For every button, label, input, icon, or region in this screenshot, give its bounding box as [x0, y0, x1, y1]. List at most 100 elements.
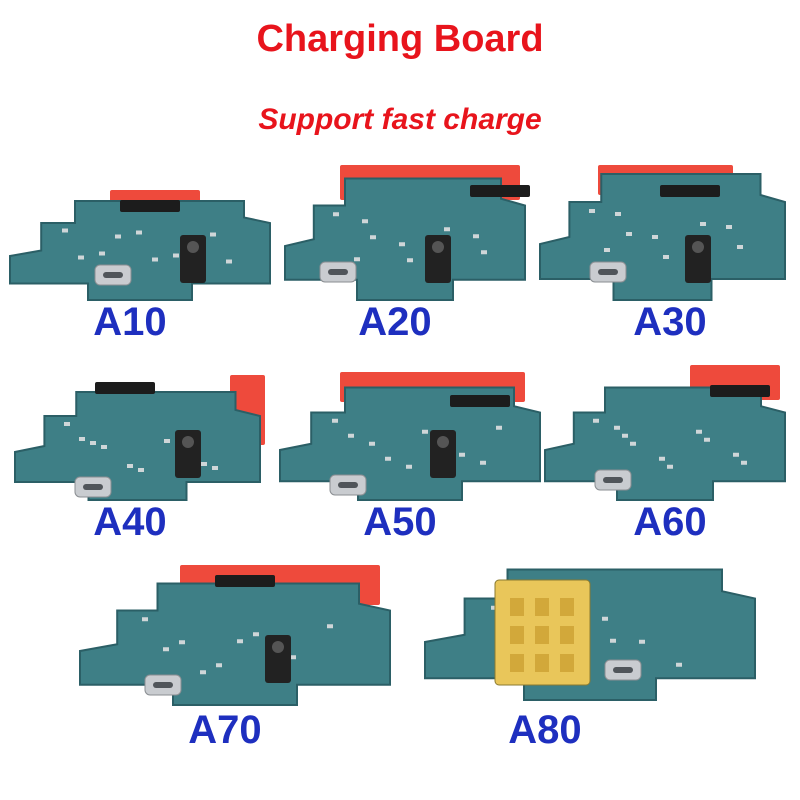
smd-component	[676, 662, 682, 667]
smd-component	[64, 422, 70, 426]
smd-component	[667, 464, 673, 469]
smd-component	[79, 437, 85, 441]
board-model-label-a60: A60	[633, 500, 707, 544]
sim-contact	[510, 654, 524, 672]
usb-c-slot	[328, 269, 348, 275]
smd-component	[700, 222, 706, 226]
smd-component	[737, 245, 743, 249]
smd-component	[173, 253, 179, 258]
audio-jack-icon	[265, 635, 291, 683]
smd-component	[593, 418, 599, 423]
usb-c-slot	[83, 484, 103, 490]
smd-component	[164, 439, 170, 443]
audio-jack-hole	[272, 641, 284, 653]
sim-contact	[535, 598, 549, 616]
smd-component	[253, 632, 259, 637]
pcb-board-icon	[544, 386, 786, 501]
board-model-label-a20: A20	[358, 300, 432, 344]
smd-component	[332, 418, 338, 423]
board-connector-icon	[215, 575, 275, 587]
smd-component	[652, 235, 658, 239]
usb-c-slot	[613, 667, 633, 673]
smd-component	[589, 209, 595, 213]
smd-component	[201, 462, 207, 466]
audio-jack-hole	[182, 436, 194, 448]
audio-jack-icon	[425, 235, 451, 283]
smd-component	[626, 232, 632, 236]
audio-jack-icon	[175, 430, 201, 478]
smd-component	[704, 437, 710, 442]
smd-component	[138, 468, 144, 472]
board-model-label-a80: A80	[508, 708, 582, 752]
smd-component	[212, 466, 218, 470]
page-subtitle: Support fast charge	[258, 103, 542, 136]
charging-board-a30	[539, 165, 786, 301]
sim-contact	[560, 654, 574, 672]
sim-contact	[510, 626, 524, 644]
smd-component	[399, 242, 405, 247]
smd-component	[733, 452, 739, 457]
charging-board-a50	[279, 372, 541, 501]
audio-jack-icon	[430, 430, 456, 478]
smd-component	[481, 250, 487, 255]
usb-c-slot	[153, 682, 173, 688]
board-model-label-a10: A10	[93, 300, 167, 344]
charging-board-a20	[284, 165, 530, 301]
smd-component	[663, 255, 669, 259]
smd-component	[622, 433, 628, 438]
smd-component	[604, 248, 610, 252]
usb-c-slot	[603, 477, 623, 483]
sim-contact	[510, 598, 524, 616]
audio-jack-hole	[692, 241, 704, 253]
audio-jack-hole	[187, 241, 199, 253]
board-connector-icon	[450, 395, 510, 407]
board-connector-icon	[660, 185, 720, 197]
charging-board-a40	[14, 375, 265, 501]
smd-component	[659, 456, 665, 461]
smd-component	[741, 460, 747, 465]
audio-jack-icon	[180, 235, 206, 283]
pcb-board-icon	[9, 200, 271, 301]
sim-contact	[560, 626, 574, 644]
audio-jack-hole	[432, 241, 444, 253]
sim-contact	[535, 626, 549, 644]
smd-component	[491, 605, 497, 610]
board-model-label-a50: A50	[363, 500, 437, 544]
charging-board-a10	[9, 190, 271, 301]
smd-component	[333, 212, 339, 217]
smd-component	[327, 624, 333, 629]
smd-component	[480, 460, 486, 465]
smd-component	[630, 441, 636, 446]
board-connector-icon	[470, 185, 530, 197]
smd-component	[237, 639, 243, 644]
smd-component	[496, 425, 502, 430]
smd-component	[639, 639, 645, 644]
pcb-board-icon	[79, 582, 391, 706]
charging-board-a60	[544, 365, 786, 501]
board-model-label-a40: A40	[93, 500, 167, 544]
smd-component	[179, 640, 185, 645]
charging-board-a80	[424, 568, 756, 701]
smd-component	[200, 670, 206, 675]
smd-component	[696, 429, 702, 434]
smd-component	[101, 445, 107, 449]
board-model-label-a70: A70	[188, 708, 262, 752]
smd-component	[90, 441, 96, 445]
smd-component	[226, 259, 232, 264]
pcb-board-icon	[14, 391, 261, 501]
smd-component	[127, 464, 133, 468]
smd-component	[473, 234, 479, 239]
smd-component	[362, 219, 368, 224]
smd-component	[136, 230, 142, 235]
page-title: Charging Board	[256, 18, 544, 60]
charging-board-a70	[79, 565, 391, 706]
smd-component	[406, 464, 412, 469]
smd-component	[99, 251, 105, 256]
board-connector-icon	[710, 385, 770, 397]
smd-component	[615, 212, 621, 216]
pcb-board-icon	[279, 386, 541, 501]
smd-component	[407, 258, 413, 263]
smd-component	[142, 617, 148, 622]
usb-c-slot	[338, 482, 358, 488]
